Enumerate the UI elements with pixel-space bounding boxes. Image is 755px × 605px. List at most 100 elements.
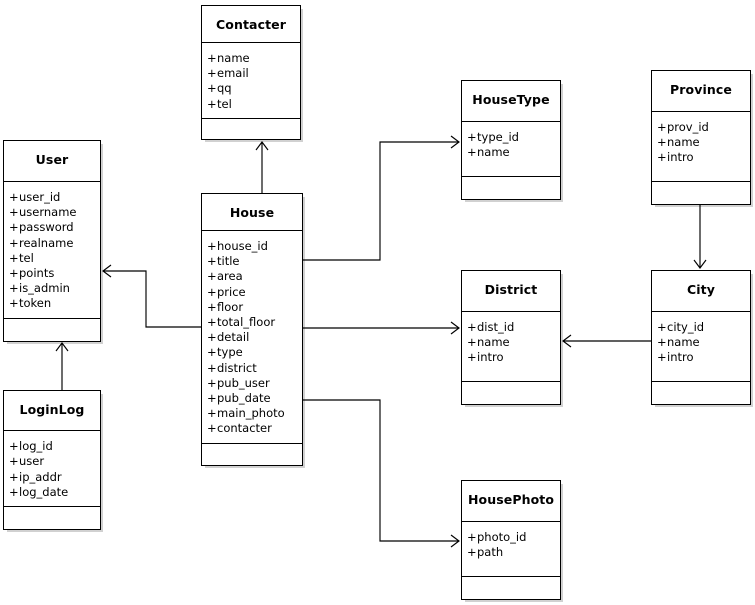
visibility-marker: + [467, 320, 477, 334]
attribute-row: +is_admin [9, 281, 100, 296]
attribute-name: type_id [477, 130, 519, 144]
attribute-name: intro [667, 150, 694, 165]
attribute-name: user_id [19, 190, 61, 204]
visibility-marker: + [657, 350, 667, 365]
arrowhead-icon [450, 534, 460, 548]
attribute-name: type [217, 345, 243, 360]
visibility-marker: + [657, 335, 667, 350]
class-box-contacter[interactable]: Contacter+name+email+qq+tel [201, 5, 301, 140]
attribute-name: dist_id [477, 320, 515, 334]
visibility-marker: + [9, 296, 19, 311]
class-name-district: District [462, 271, 560, 312]
attribute-row: +tel [207, 97, 300, 112]
relationship-line [303, 141, 459, 261]
visibility-marker: + [207, 421, 217, 436]
attribute-row: +intro [657, 350, 750, 365]
relationship-province-to-city [693, 205, 707, 269]
attribute-row: +photo_id [467, 530, 560, 545]
attribute-name: pub_user [217, 375, 270, 390]
attribute-row: +user_id [9, 190, 100, 205]
attribute-row: +name [467, 335, 560, 350]
attribute-row: +path [467, 545, 560, 560]
attribute-name: price [217, 284, 246, 299]
attribute-row: +username [9, 205, 100, 220]
visibility-marker: + [207, 406, 217, 421]
attribute-row: +log_id [9, 439, 100, 454]
class-box-housetype[interactable]: HouseType+type_id+name [461, 80, 561, 200]
attribute-row: +district [207, 361, 302, 376]
visibility-marker: + [9, 190, 19, 204]
visibility-marker: + [9, 484, 19, 499]
attribute-name: name [667, 135, 700, 150]
attribute-name: prov_id [667, 120, 709, 134]
visibility-marker: + [9, 439, 19, 454]
attribute-row: +dist_id [467, 320, 560, 335]
attribute-name: floor [217, 299, 244, 314]
attribute-name: is_admin [19, 281, 70, 296]
visibility-marker: + [207, 81, 217, 96]
relationship-loginlog-to-user [55, 342, 69, 390]
attribute-name: name [217, 51, 250, 65]
attribute-row: +name [467, 145, 560, 160]
class-box-user[interactable]: User+user_id+username+password+realname+… [3, 140, 101, 342]
attribute-name: contacter [217, 421, 272, 436]
attribute-row: +total_floor [207, 315, 302, 330]
visibility-marker: + [467, 335, 477, 350]
attribute-name: tel [19, 250, 34, 265]
class-box-loginlog[interactable]: LoginLog+log_id+user+ip_addr+log_date [3, 390, 101, 530]
attribute-name: city_id [667, 320, 705, 334]
attribute-row: +type_id [467, 130, 560, 145]
attribute-row: +contacter [207, 421, 302, 436]
relationship-house-to-user [102, 264, 201, 328]
class-attributes-housetype: +type_id+name [462, 122, 560, 177]
visibility-marker: + [9, 266, 19, 281]
attribute-name: log_date [19, 484, 69, 499]
attribute-row: +prov_id [657, 120, 750, 135]
class-box-district[interactable]: District+dist_id+name+intro [461, 270, 561, 405]
visibility-marker: + [207, 391, 217, 406]
attribute-name: title [217, 254, 240, 269]
attribute-row: +ip_addr [9, 470, 100, 485]
attribute-name: log_id [19, 439, 53, 454]
visibility-marker: + [207, 299, 217, 314]
visibility-marker: + [9, 205, 19, 220]
visibility-marker: + [467, 545, 477, 560]
attribute-name: realname [19, 235, 74, 250]
class-methods-housetype [462, 177, 560, 199]
class-methods-user [4, 319, 100, 341]
attribute-row: +city_id [657, 320, 750, 335]
visibility-marker: + [207, 96, 217, 111]
class-attributes-province: +prov_id+name+intro [652, 112, 750, 182]
attribute-name: password [19, 220, 74, 235]
class-attributes-user: +user_id+username+password+realname+tel+… [4, 182, 100, 319]
arrowhead-icon [255, 141, 269, 151]
class-box-housephoto[interactable]: HousePhoto+photo_id+path [461, 480, 561, 600]
attribute-name: user [19, 454, 45, 469]
class-name-city: City [652, 271, 750, 312]
attribute-row: +name [207, 51, 300, 66]
attribute-name: house_id [217, 239, 268, 253]
attribute-name: token [19, 296, 52, 311]
visibility-marker: + [207, 315, 217, 330]
class-name-province: Province [652, 71, 750, 112]
class-attributes-contacter: +name+email+qq+tel [202, 43, 300, 119]
class-name-user: User [4, 141, 100, 182]
attribute-row: +type [207, 345, 302, 360]
visibility-marker: + [9, 469, 19, 484]
attribute-name: tel [217, 96, 232, 111]
attribute-row: +floor [207, 300, 302, 315]
class-attributes-district: +dist_id+name+intro [462, 312, 560, 382]
relationship-house-to-district [303, 321, 460, 335]
class-box-city[interactable]: City+city_id+name+intro [651, 270, 751, 405]
attribute-row: +password [9, 220, 100, 235]
attribute-name: intro [477, 350, 504, 365]
visibility-marker: + [657, 150, 667, 165]
arrowhead-icon [693, 259, 707, 269]
class-box-province[interactable]: Province+prov_id+name+intro [651, 70, 751, 205]
class-methods-province [652, 182, 750, 204]
visibility-marker: + [9, 454, 19, 469]
visibility-marker: + [207, 269, 217, 284]
attribute-row: +realname [9, 236, 100, 251]
class-box-house[interactable]: House+house_id+title+area+price+floor+to… [201, 193, 303, 466]
